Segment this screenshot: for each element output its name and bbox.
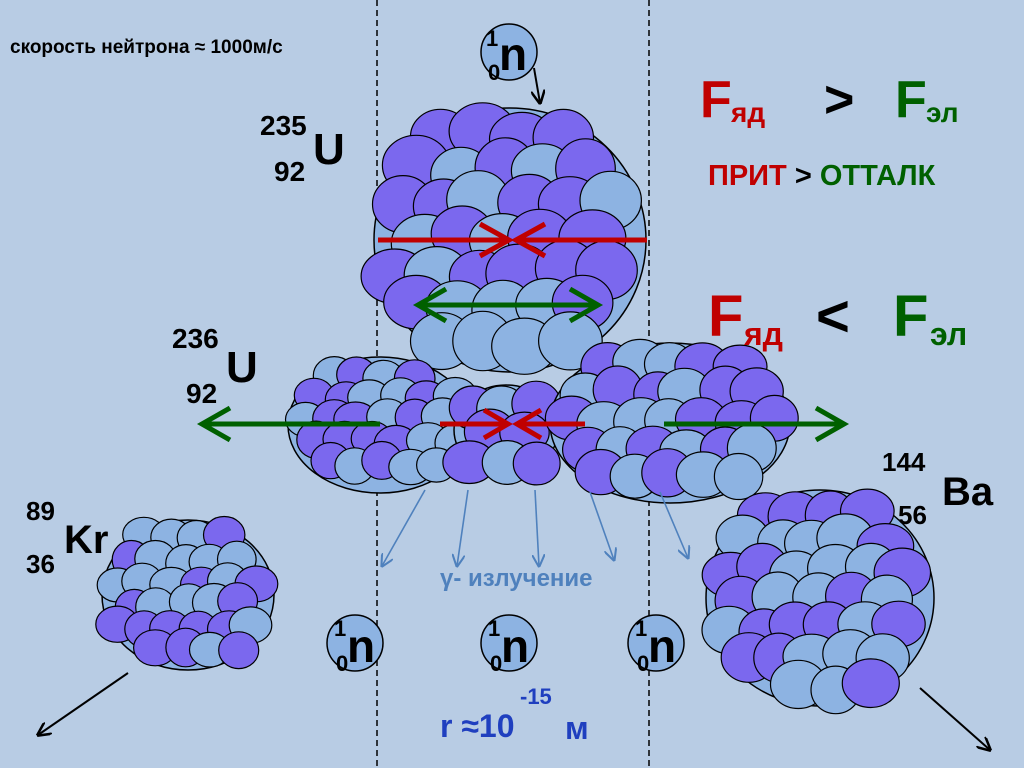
u236-atomic-number: 92	[186, 378, 218, 409]
neutron-emitted-1: 1 0 n	[326, 614, 384, 676]
neutron-mass: 1	[486, 26, 498, 51]
force-compare-greater: >	[824, 71, 855, 129]
u236-symbol: U	[226, 343, 258, 392]
gamma-ray	[382, 489, 426, 566]
repulsion-arrow-right-head	[814, 405, 850, 443]
neutron-ball	[480, 23, 538, 81]
u235-atomic-number: 92	[274, 156, 306, 187]
repulsion-word: ОТТАЛК	[819, 160, 936, 192]
gamma-ray	[535, 489, 539, 566]
neutron-speed-label: скорость нейтрона ≈ 1000м/с	[10, 37, 283, 58]
neutron-ball	[326, 614, 384, 672]
ba-symbol: Ba	[942, 470, 994, 514]
u235-attraction-arrows	[378, 221, 647, 259]
neutron-incoming: 1 0 n	[480, 23, 538, 85]
kr-symbol: Kr	[64, 518, 109, 562]
ba-atomic-number: 56	[898, 500, 927, 530]
u235-mass-number: 235	[260, 110, 307, 141]
repulsion-arrow-left-head	[196, 405, 232, 443]
kr-mass-number: 89	[26, 496, 55, 526]
neutron-symbol: n	[648, 620, 676, 672]
repulsion-arrow-left-head	[412, 286, 448, 324]
neutron-symbol: n	[347, 620, 375, 672]
gamma-radiation-label: γ- излучение	[440, 565, 593, 592]
neutron-ball	[480, 614, 538, 672]
radius-value: r ≈10	[440, 708, 515, 744]
neutron-symbol: n	[499, 28, 527, 80]
proton	[218, 631, 260, 670]
neutron-charge: 0	[490, 651, 502, 676]
neutron-emitted-3: 1 0 n	[627, 614, 685, 676]
ba-nucleus	[701, 488, 935, 715]
u235-repulsion-arrow	[412, 286, 604, 324]
nuclear-force-f: F	[700, 71, 732, 129]
attraction-word: ПРИТ	[708, 160, 787, 192]
attraction-vs-repulsion: ПРИТ > ОТТАЛК	[708, 162, 935, 191]
neutron-symbol: n	[501, 620, 529, 672]
electric-force-subscript: эл	[930, 316, 968, 352]
neutron-charge: 0	[637, 651, 649, 676]
electric-force-subscript: эл	[926, 97, 959, 128]
neutron-ball	[627, 614, 685, 672]
u236-right-lobe	[544, 338, 799, 504]
incoming-neutron-arrow	[534, 67, 540, 103]
neutron-emitted-2: 1 0 n	[480, 614, 538, 676]
force-compare-less: <	[816, 284, 850, 349]
u236-mass-number: 236	[172, 323, 219, 354]
ba-motion-arrow	[919, 687, 990, 750]
u235-nucleus	[360, 102, 647, 375]
radius-exponent: -15	[520, 684, 552, 709]
neutron-mass: 1	[488, 616, 500, 641]
nuclear-force-f: F	[708, 284, 744, 349]
neutron-charge: 0	[336, 651, 348, 676]
attraction-arrow-left-head	[478, 221, 515, 259]
attraction-arrow-right-head	[510, 221, 547, 259]
neutron-mass: 1	[635, 616, 647, 641]
gamma-ray	[457, 489, 469, 566]
kr-nucleus	[95, 515, 279, 671]
kr-motion-arrow	[38, 672, 129, 735]
u236-neck	[442, 380, 562, 486]
nuclear-force-subscript: яд	[731, 97, 766, 128]
u235-symbol: U	[313, 125, 345, 174]
radius-unit: м	[565, 710, 589, 746]
attraction-compare: >	[794, 160, 812, 192]
nuclear-force-subscript: яд	[744, 316, 783, 352]
u236-repulsion-arrows	[196, 405, 850, 443]
repulsion-arrow-right-head	[568, 286, 604, 324]
electric-force-f: F	[895, 71, 927, 129]
proton	[841, 658, 900, 709]
neutron-charge: 0	[488, 60, 500, 85]
neutron-mass: 1	[334, 616, 346, 641]
kr-atomic-number: 36	[26, 549, 55, 579]
proton	[512, 441, 561, 486]
u236-attraction-arrows	[440, 407, 585, 441]
attraction-arrow-right-head	[512, 407, 543, 441]
attraction-arrow-left-head	[482, 407, 513, 441]
gamma-ray	[589, 491, 614, 560]
gamma-rays	[382, 489, 688, 566]
neutron	[713, 452, 764, 501]
electric-force-f: F	[893, 284, 929, 349]
gamma-ray	[659, 491, 688, 558]
ba-mass-number: 144	[882, 447, 926, 477]
